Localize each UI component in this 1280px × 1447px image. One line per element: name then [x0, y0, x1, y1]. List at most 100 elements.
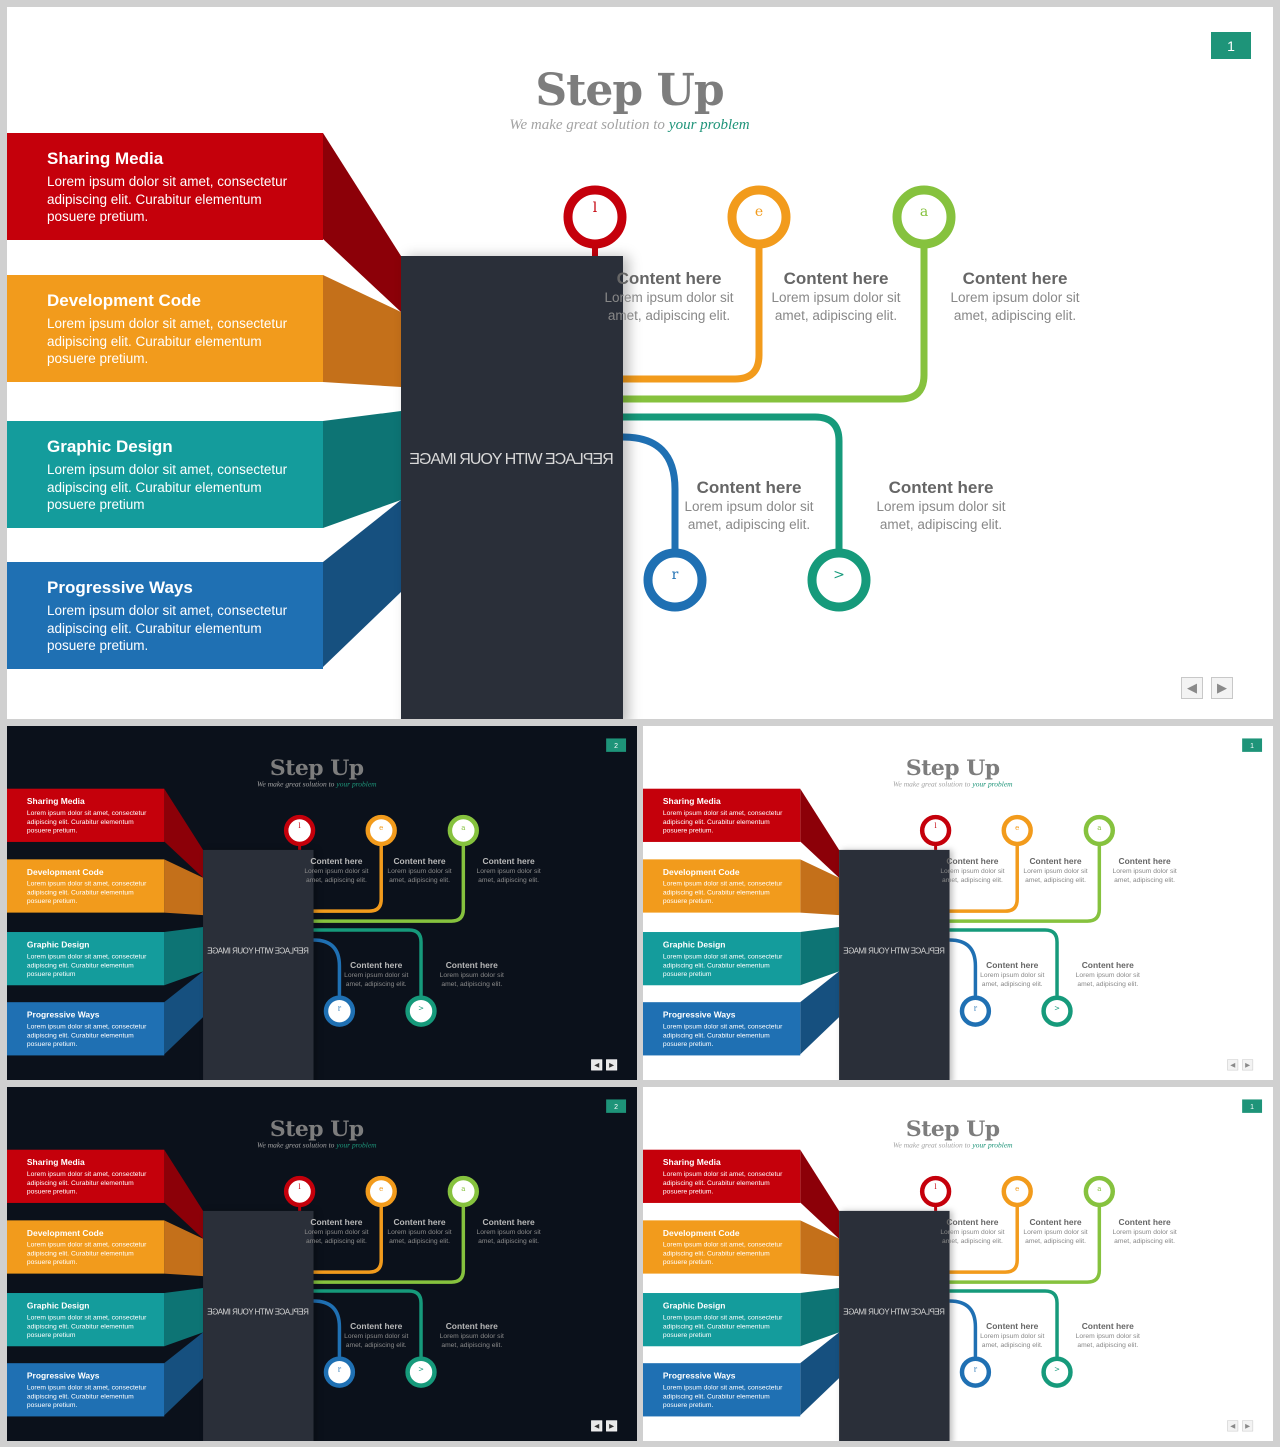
node-label-red: l	[934, 1183, 937, 1192]
page-number-badge: 2	[606, 738, 627, 752]
prev-slide-button[interactable]: ◀	[591, 1059, 603, 1071]
node-label-green: a	[919, 204, 929, 220]
node-label-teal: >	[833, 567, 845, 583]
band-body: Lorem ipsum dolor sit amet, consectetur …	[26, 1313, 147, 1339]
node-ring-red	[283, 814, 316, 847]
subtitle-accent: your problem	[336, 1141, 377, 1150]
ribbon-wedge-graphic-design	[164, 927, 204, 986]
content-title: Content here	[946, 856, 999, 866]
content-item-1: Content here Lorem ipsum dolor sit amet,…	[299, 856, 374, 884]
band-graphic-design: Graphic Design Lorem ipsum dolor sit ame…	[7, 1293, 165, 1347]
image-placeholder-label: REPLACE WITH YOUR IMAGE	[843, 946, 945, 956]
prev-slide-button[interactable]: ◀	[1227, 1420, 1239, 1432]
node-ring-blue	[959, 1356, 992, 1388]
connector-line-teal	[949, 1289, 1059, 1361]
content-item-3: Content here Lorem ipsum dolor sit amet,…	[1107, 1217, 1182, 1245]
next-slide-button[interactable]: ▶	[1242, 1059, 1254, 1071]
node-ring-orange	[1001, 1175, 1033, 1208]
content-body: Lorem ipsum dolor sit amet, adipiscing e…	[439, 1331, 504, 1349]
content-title: Content here	[1118, 1217, 1171, 1227]
band-title: Progressive Ways	[26, 1371, 100, 1381]
image-placeholder[interactable]: REPLACE WITH YOUR IMAGE	[839, 849, 950, 1080]
image-placeholder[interactable]: REPLACE WITH YOUR IMAGE	[401, 256, 623, 719]
connector-line-green	[949, 1204, 1102, 1284]
band-body: Lorem ipsum dolor sit amet, consectetur …	[662, 952, 783, 978]
band-title: Progressive Ways	[662, 1010, 736, 1020]
content-body: Lorem ipsum dolor sit amet, adipiscing e…	[684, 499, 814, 532]
node-ring-teal	[405, 1356, 437, 1388]
node-ring-red	[563, 185, 627, 249]
content-title: Content here	[1081, 960, 1134, 970]
content-body: Lorem ipsum dolor sit amet, adipiscing e…	[771, 290, 901, 323]
band-title: Progressive Ways	[47, 578, 193, 597]
band-sharing-media: Sharing Media Lorem ipsum dolor sit amet…	[643, 788, 801, 842]
node-label-teal: >	[418, 1004, 424, 1013]
connector-line-orange	[949, 843, 1019, 913]
connector-line-blue	[949, 1299, 978, 1361]
node-label-green: a	[1097, 824, 1102, 832]
content-item-5: Content here Lorem ipsum dolor sit amet,…	[1070, 960, 1145, 988]
content-body: Lorem ipsum dolor sit amet, adipiscing e…	[476, 1227, 541, 1245]
image-placeholder[interactable]: REPLACE WITH YOUR IMAGE	[839, 1210, 950, 1441]
connector-line-teal	[313, 1289, 423, 1361]
node-label-orange: e	[1015, 1185, 1020, 1193]
content-title: Content here	[986, 1321, 1039, 1331]
node-label-teal: >	[418, 1365, 424, 1374]
band-title: Development Code	[662, 867, 740, 877]
content-title: Content here	[310, 856, 363, 866]
ribbon-wedge-graphic-design	[164, 1288, 204, 1347]
content-item-5: Content here Lorem ipsum dolor sit amet,…	[434, 960, 509, 988]
node-ring-green	[447, 1175, 480, 1208]
node-ring-green	[447, 814, 480, 847]
band-body: Lorem ipsum dolor sit amet, consectetur …	[47, 603, 288, 653]
content-item-4: Content here Lorem ipsum dolor sit amet,…	[339, 1321, 414, 1349]
node-label-green: a	[1097, 1185, 1102, 1193]
band-sharing-media: Sharing Media Lorem ipsum dolor sit amet…	[7, 133, 323, 240]
content-body: Lorem ipsum dolor sit amet, adipiscing e…	[1075, 1331, 1140, 1349]
next-slide-button[interactable]: ▶	[606, 1059, 618, 1071]
node-label-teal: >	[1054, 1004, 1060, 1013]
next-slide-button[interactable]: ▶	[606, 1420, 618, 1432]
ribbon-wedge-sharing-media	[800, 788, 840, 878]
content-body: Lorem ipsum dolor sit amet, adipiscing e…	[604, 290, 734, 323]
content-item-4: Content here Lorem ipsum dolor sit amet,…	[339, 960, 414, 988]
content-title: Content here	[946, 1217, 999, 1227]
ribbon-wedge-sharing-media	[323, 133, 401, 312]
content-item-1: Content here Lorem ipsum dolor sit amet,…	[935, 1217, 1010, 1245]
band-body: Lorem ipsum dolor sit amet, consectetur …	[26, 879, 147, 905]
band-body: Lorem ipsum dolor sit amet, consectetur …	[26, 1170, 147, 1195]
band-title: Graphic Design	[47, 437, 173, 456]
band-sharing-media: Sharing Media Lorem ipsum dolor sit amet…	[643, 1149, 801, 1203]
next-slide-button[interactable]: ▶	[1242, 1420, 1254, 1432]
prev-slide-button[interactable]: ◀	[591, 1420, 603, 1432]
band-title: Progressive Ways	[26, 1010, 100, 1020]
band-title: Sharing Media	[26, 796, 85, 807]
prev-slide-button[interactable]: ◀	[1181, 677, 1203, 699]
node-ring-orange	[365, 1175, 397, 1208]
node-ring-orange	[1001, 814, 1033, 847]
content-body: Lorem ipsum dolor sit amet, adipiscing e…	[344, 970, 409, 988]
band-body: Lorem ipsum dolor sit amet, consectetur …	[47, 174, 288, 224]
ribbon-wedge-development-code	[164, 859, 204, 916]
band-title: Progressive Ways	[662, 1371, 736, 1381]
connector-line-teal	[949, 928, 1059, 1000]
image-placeholder[interactable]: REPLACE WITH YOUR IMAGE	[203, 1210, 314, 1441]
image-placeholder[interactable]: REPLACE WITH YOUR IMAGE	[203, 849, 314, 1080]
band-body: Lorem ipsum dolor sit amet, consectetur …	[47, 462, 288, 512]
content-body: Lorem ipsum dolor sit amet, adipiscing e…	[1075, 970, 1140, 988]
node-label-red: l	[298, 822, 301, 831]
ribbon-wedge-sharing-media	[800, 1149, 840, 1239]
content-body: Lorem ipsum dolor sit amet, adipiscing e…	[476, 866, 541, 884]
band-body: Lorem ipsum dolor sit amet, consectetur …	[26, 1240, 147, 1266]
prev-slide-button[interactable]: ◀	[1227, 1059, 1239, 1071]
band-title: Sharing Media	[662, 796, 721, 807]
content-item-5: Content here Lorem ipsum dolor sit amet,…	[1070, 1321, 1145, 1349]
next-slide-button[interactable]: ▶	[1211, 677, 1233, 699]
